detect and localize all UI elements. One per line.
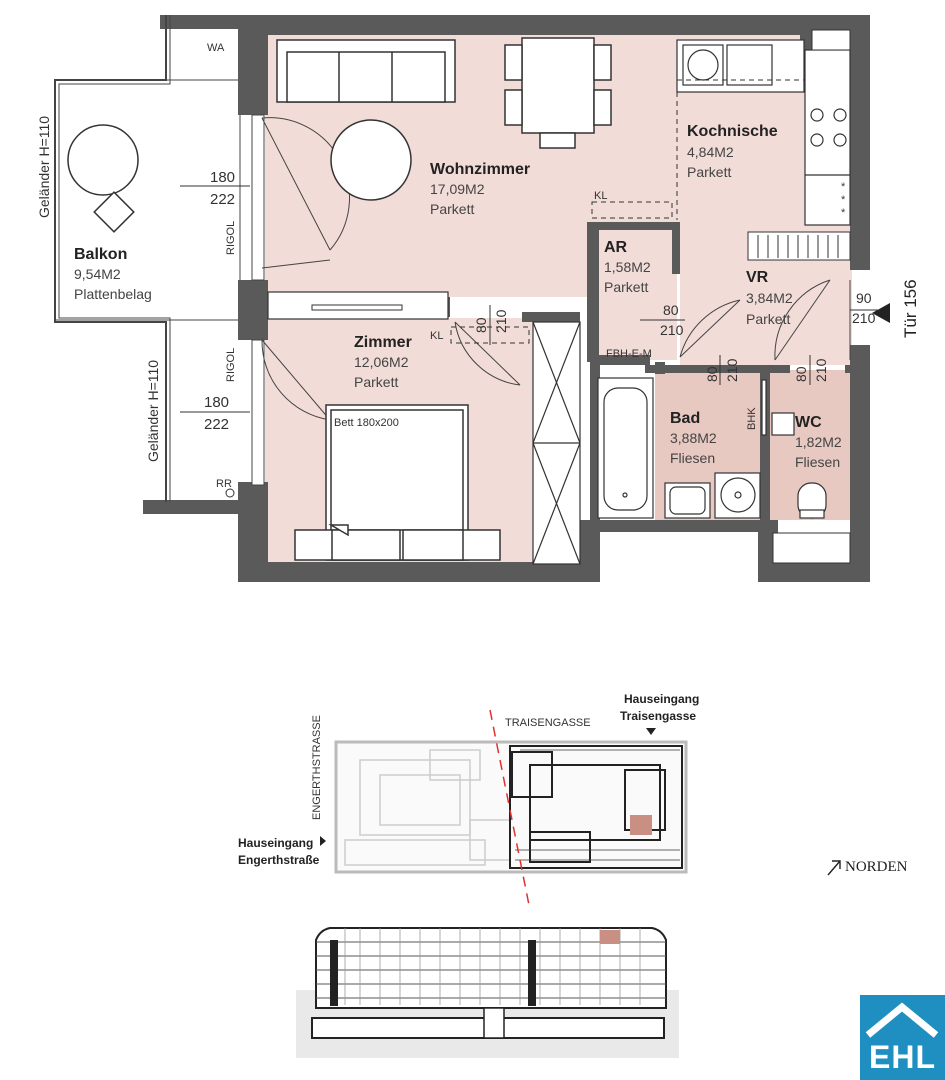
svg-text:*: * <box>841 207 846 219</box>
balkon-chair <box>93 191 135 233</box>
wc-fixtures <box>771 412 827 519</box>
entry-arrow-icon <box>872 303 890 323</box>
kitchen-counter <box>676 39 851 226</box>
balkon-table <box>67 124 139 196</box>
dining-table <box>504 37 612 149</box>
svg-text:*: * <box>841 181 846 193</box>
zimmer-wardrobe <box>532 321 581 565</box>
logo-text: EHL <box>869 1039 936 1075</box>
ar-area <box>595 225 677 360</box>
shelf <box>267 291 449 320</box>
coffee-table <box>330 119 412 201</box>
sofa <box>276 39 456 103</box>
bed <box>294 404 501 561</box>
balkon-area <box>54 79 241 321</box>
ehl-logo: EHL <box>860 995 945 1080</box>
bad-fixtures <box>597 377 767 519</box>
wardrobe <box>747 231 851 261</box>
balkon-railing <box>54 15 167 502</box>
svg-text:*: * <box>841 194 846 206</box>
house-roof-icon <box>865 1002 939 1038</box>
